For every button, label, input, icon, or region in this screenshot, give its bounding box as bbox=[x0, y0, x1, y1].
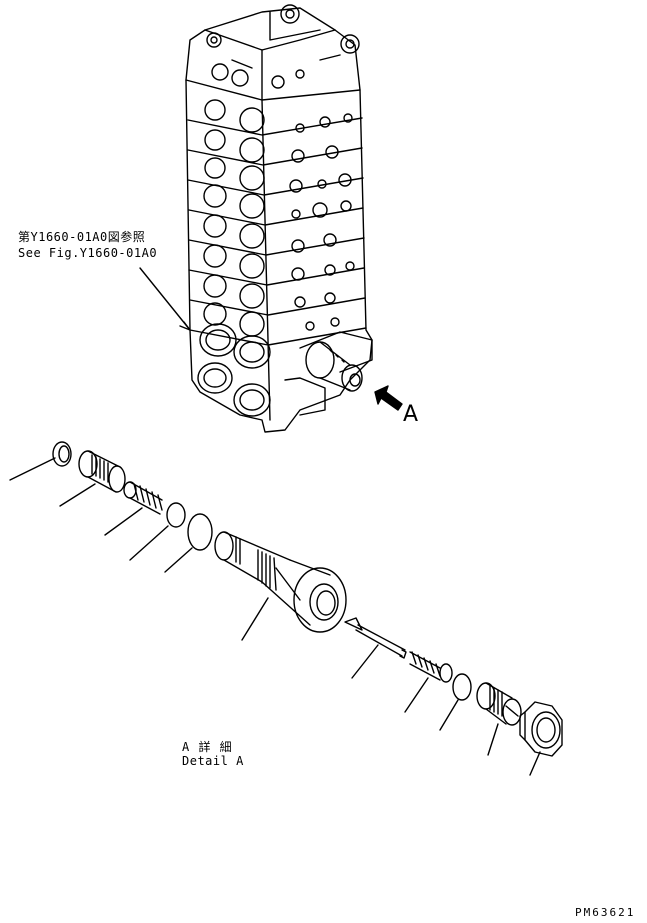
view-a-arrow bbox=[374, 385, 403, 411]
leader-line-6 bbox=[241, 597, 269, 641]
leader-line-2 bbox=[59, 483, 96, 507]
relief-valve-body bbox=[214, 531, 347, 641]
detail-a-parts bbox=[9, 441, 563, 776]
threaded-plug bbox=[59, 450, 126, 507]
adjusting-screw bbox=[476, 682, 522, 756]
shim-ring bbox=[129, 502, 186, 561]
spring-2 bbox=[404, 651, 453, 713]
valve-top-cap bbox=[204, 4, 360, 101]
reference-label-en: See Fig.Y1660-01A0 bbox=[18, 246, 158, 260]
valve-bottom-ports bbox=[197, 323, 326, 417]
control-valve-assembly bbox=[185, 4, 373, 433]
o-ring-2 bbox=[164, 513, 213, 573]
leader-line-7 bbox=[351, 644, 379, 679]
lock-nut bbox=[519, 701, 563, 776]
drawing-code: PM63621 bbox=[575, 906, 636, 919]
o-ring-3 bbox=[439, 673, 472, 731]
leader-line-10 bbox=[487, 723, 499, 756]
leader-line-5 bbox=[164, 547, 193, 573]
leader-line-8 bbox=[404, 677, 429, 713]
view-a-label: A bbox=[403, 402, 419, 427]
leader-line-1 bbox=[9, 457, 56, 481]
spring-1 bbox=[104, 481, 163, 536]
reference-label-jp: 第Y1660-01A0図参照 bbox=[18, 230, 146, 244]
detail-label-jp: A 詳 細 bbox=[182, 740, 233, 754]
leader-line-4 bbox=[129, 525, 169, 561]
poppet-needle bbox=[344, 617, 407, 679]
leader-line-11 bbox=[529, 751, 541, 776]
valve-sections bbox=[187, 99, 367, 346]
detail-label-en: Detail A bbox=[182, 754, 244, 768]
relief-valve-cartridge bbox=[299, 331, 373, 392]
reference-leader-line bbox=[139, 267, 191, 331]
o-ring-1 bbox=[9, 441, 72, 481]
leader-line-9 bbox=[439, 699, 459, 731]
leader-line-3 bbox=[104, 507, 143, 536]
valve-body-outline bbox=[185, 7, 373, 433]
